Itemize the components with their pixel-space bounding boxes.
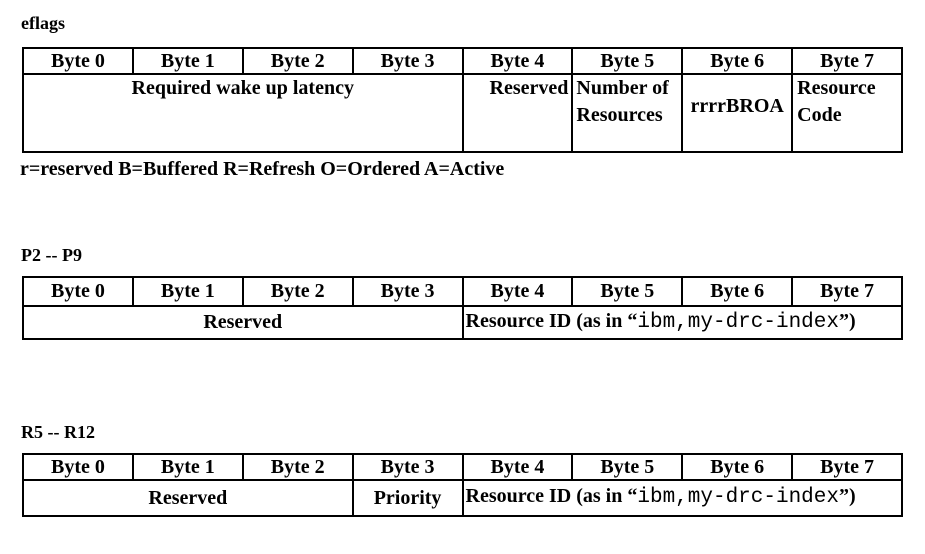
byte-header-2: Byte 2 [241,453,354,481]
p2-p9-field-row: Reserved Resource ID (as in “ibm,my-drc-… [22,305,903,340]
byte-header-row: Byte 0 Byte 1 Byte 2 Byte 3 Byte 4 Byte … [22,47,903,75]
byte-header-3: Byte 3 [351,276,464,307]
byte-header-3: Byte 3 [351,453,464,481]
cell-priority: Priority [351,479,464,517]
cell-flag-bits: rrrrBROA [681,73,794,153]
byte-header-2: Byte 2 [241,47,354,75]
resource-id-text: Resource ID (as in “ [465,485,638,508]
table-title-r5-r12: R5 -- R12 [21,422,95,442]
byte-header-6: Byte 6 [681,47,794,75]
byte-header-1: Byte 1 [131,47,244,75]
flag-bits-legend: r=reserved B=Buffered R=Refresh O=Ordere… [20,158,505,180]
byte-header-0: Byte 0 [22,276,134,307]
r5-r12-byte-table: Byte 0 Byte 1 Byte 2 Byte 3 Byte 4 Byte … [22,453,903,517]
byte-header-5: Byte 5 [571,47,684,75]
byte-header-row: Byte 0 Byte 1 Byte 2 Byte 3 Byte 4 Byte … [22,453,903,481]
cell-reserved: Reserved [461,73,574,153]
resource-id-text: Resource ID (as in “ [465,309,638,332]
table-title-eflags: eflags [21,13,65,33]
byte-header-4: Byte 4 [461,453,574,481]
cell-resource-code: Resource Code [791,73,903,153]
byte-header-2: Byte 2 [241,276,354,307]
cell-reserved: Reserved [22,479,354,517]
byte-header-7: Byte 7 [791,47,903,75]
p2-p9-byte-table: Byte 0 Byte 1 Byte 2 Byte 3 Byte 4 Byte … [22,276,903,340]
table-title-p2-p9: P2 -- P9 [21,245,82,265]
resource-id-code: ibm,my-drc-index [637,310,839,334]
byte-header-5: Byte 5 [571,276,684,307]
cell-resource-id: Resource ID (as in “ibm,my-drc-index”) [461,305,903,340]
byte-header-0: Byte 0 [22,453,134,481]
byte-header-0: Byte 0 [22,47,134,75]
byte-header-4: Byte 4 [461,47,574,75]
cell-number-of-resources: Number of Resources [571,73,684,153]
byte-header-3: Byte 3 [351,47,464,75]
byte-header-6: Byte 6 [681,276,794,307]
eflags-field-row: Required wake up latency Reserved Number… [22,73,903,153]
byte-header-row: Byte 0 Byte 1 Byte 2 Byte 3 Byte 4 Byte … [22,276,903,307]
eflags-byte-table: Byte 0 Byte 1 Byte 2 Byte 3 Byte 4 Byte … [22,47,903,153]
byte-header-1: Byte 1 [131,453,244,481]
byte-header-7: Byte 7 [791,276,903,307]
byte-header-7: Byte 7 [791,453,903,481]
r5-r12-field-row: Reserved Priority Resource ID (as in “ib… [22,479,903,517]
resource-id-code: ibm,my-drc-index [637,486,839,510]
cell-required-wake-up-latency: Required wake up latency [22,73,464,153]
byte-header-5: Byte 5 [571,453,684,481]
resource-id-text-end: ”) [839,309,856,332]
resource-id-text-end: ”) [839,485,856,508]
byte-header-1: Byte 1 [131,276,244,307]
byte-header-6: Byte 6 [681,453,794,481]
cell-resource-id: Resource ID (as in “ibm,my-drc-index”) [461,479,903,517]
cell-reserved: Reserved [22,305,464,340]
byte-header-4: Byte 4 [461,276,574,307]
